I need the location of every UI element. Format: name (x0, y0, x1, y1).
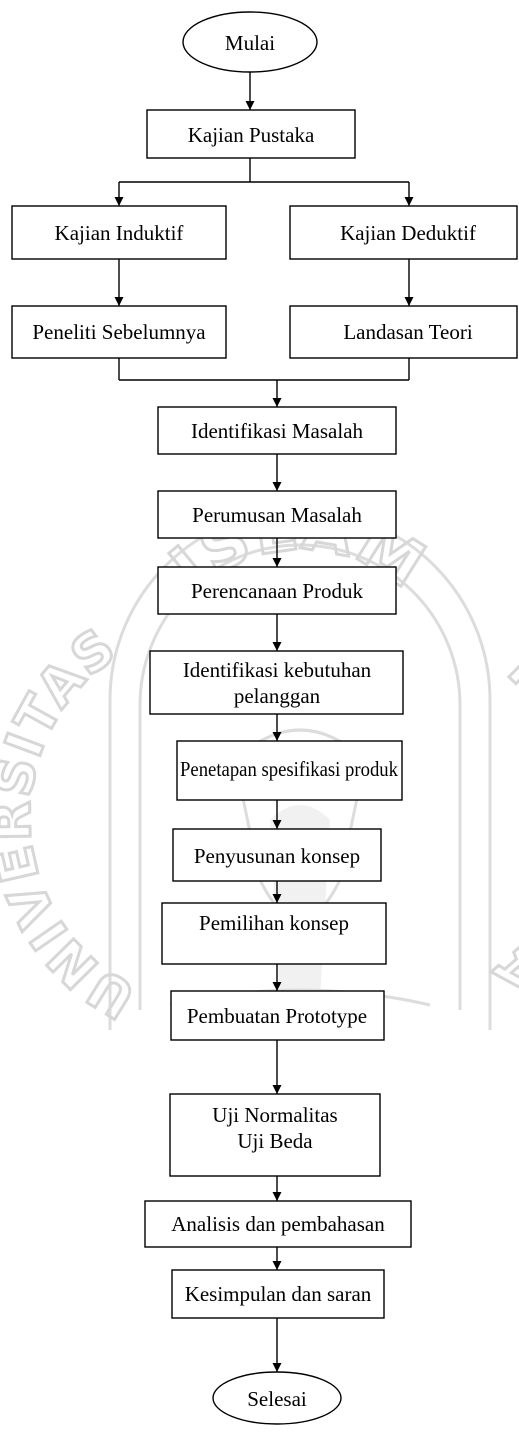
uji-label-line1: Uji Normalitas (212, 1103, 337, 1127)
end-label: Selesai (247, 1387, 307, 1411)
node-identifikasi-masalah: Identifikasi Masalah (157, 406, 397, 455)
uji-label-line2: Uji Beda (237, 1129, 313, 1153)
node-kajian-deduktif: Kajian Deduktif (289, 205, 518, 260)
analisis-label: Analisis dan pembahasan (171, 1212, 385, 1236)
perumusan-masalah-label: Perumusan Masalah (192, 503, 362, 527)
node-kajian-induktif: Kajian Induktif (11, 205, 227, 260)
landasan-teori-label: Landasan Teori (343, 320, 473, 344)
penetapan-spesifikasi-label: Penetapan spesifikasi produk (180, 757, 398, 781)
node-kesimpulan: Kesimpulan dan saran (171, 1269, 385, 1319)
node-landasan-teori: Landasan Teori (289, 305, 518, 359)
pembuatan-prototype-label: Pembuatan Prototype (187, 1004, 367, 1028)
node-end: Selesai (212, 1371, 342, 1425)
node-peneliti-sebelumnya: Peneliti Sebelumnya (11, 305, 227, 359)
identifikasi-masalah-label: Identifikasi Masalah (191, 419, 364, 443)
kajian-deduktif-label: Kajian Deduktif (340, 221, 476, 245)
perencanaan-produk-label: Perencanaan Produk (191, 579, 364, 603)
node-identifikasi-kebutuhan: Identifikasi kebutuhan pelanggan (149, 650, 404, 715)
node-kajian-pustaka: Kajian Pustaka (146, 109, 356, 159)
node-penyusunan-konsep: Penyusunan konsep (172, 828, 382, 882)
node-uji: Uji Normalitas Uji Beda (169, 1093, 381, 1177)
node-pemilihan-konsep: Pemilihan konsep (161, 902, 387, 965)
penyusunan-konsep-label: Penyusunan konsep (194, 844, 360, 868)
end-ellipse (212, 1371, 342, 1425)
node-analisis: Analisis dan pembahasan (144, 1200, 412, 1248)
identifikasi-kebutuhan-label-line1: Identifikasi kebutuhan (183, 658, 372, 682)
start-ellipse (182, 11, 318, 73)
kajian-pustaka-label: Kajian Pustaka (188, 123, 315, 147)
node-perumusan-masalah: Perumusan Masalah (157, 490, 397, 539)
watermark-text-right: INDONESIA (481, 640, 519, 1009)
connectors (114, 72, 414, 1372)
kajian-induktif-label: Kajian Induktif (55, 221, 184, 245)
node-start: Mulai (182, 11, 318, 73)
node-perencanaan-produk: Perencanaan Produk (157, 566, 397, 615)
watermark-text-left: UNIVERSITAS (0, 617, 145, 1030)
start-label: Mulai (225, 31, 275, 55)
kesimpulan-label: Kesimpulan dan saran (185, 1282, 372, 1306)
peneliti-sebelumnya-label: Peneliti Sebelumnya (32, 320, 206, 344)
pemilihan-konsep-label: Pemilihan konsep (199, 911, 349, 935)
node-penetapan-spesifikasi: Penetapan spesifikasi produk (176, 740, 403, 801)
identifikasi-kebutuhan-label-line2: pelanggan (234, 684, 321, 708)
node-pembuatan-prototype: Pembuatan Prototype (170, 990, 385, 1041)
